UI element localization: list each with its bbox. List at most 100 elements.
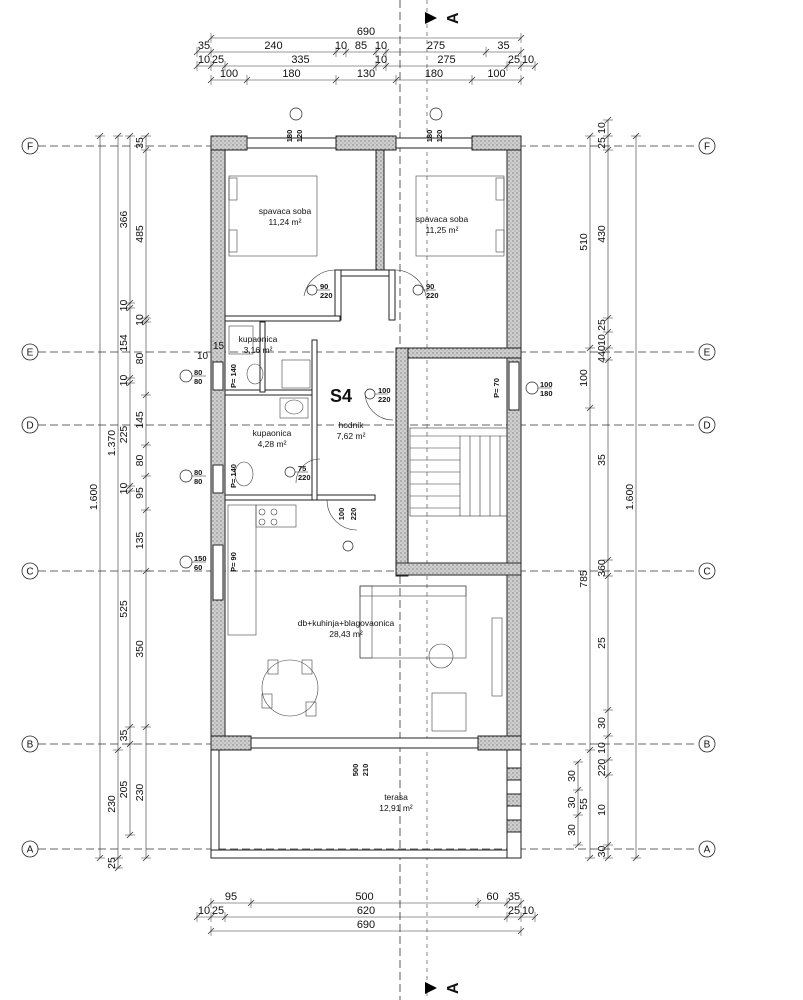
dim-top-row2: 85: [355, 40, 367, 52]
dim-left-inner: 80: [134, 455, 146, 467]
dim-left-third: 225: [118, 426, 130, 444]
small-label-15: 15: [213, 341, 225, 352]
dim-left-third: 205: [118, 781, 130, 799]
dim-left-second: 25: [106, 857, 118, 869]
door-height: 220: [320, 291, 333, 300]
dim-top-row2: 240: [264, 40, 282, 52]
dim-right-third: 30: [596, 846, 608, 858]
axis-label: D: [26, 421, 33, 432]
dim-bottom-row2: 10: [198, 905, 210, 917]
dim-left-third: 10: [118, 300, 130, 312]
window-height: 120: [435, 130, 444, 143]
dim-bottom-row1: 500: [355, 891, 373, 903]
axis-label: A: [704, 845, 711, 856]
dim-top-row2: 10: [335, 40, 347, 52]
dim-top-row3: 10: [375, 54, 387, 66]
room-name: spavaca soba: [259, 206, 312, 216]
dim-right-inner: 30: [566, 824, 578, 836]
window-height: 210: [361, 764, 370, 777]
furniture: [227, 175, 505, 732]
axis-label: C: [703, 567, 710, 578]
axis-bubble: [21, 416, 39, 434]
room-name: kupaonica: [239, 334, 278, 344]
door-height: 220: [298, 473, 311, 482]
window-width: 100: [540, 380, 553, 389]
room-area: 11,25 m²: [426, 225, 459, 235]
dim-top-row4: 100: [220, 68, 238, 80]
axis-bubble: [698, 562, 716, 580]
axis-label: A: [27, 845, 34, 856]
dim-top-total: 690: [357, 26, 375, 38]
window-width: 80: [194, 468, 202, 477]
window-height: 80: [194, 477, 202, 486]
dim-left-inner: 230: [134, 784, 146, 802]
room-area: 12,91 m²: [379, 803, 413, 813]
dim-left-third: 154: [118, 334, 130, 352]
dim-bottom-row2: 25: [508, 905, 520, 917]
axis-bubble: [698, 416, 716, 434]
walls: [210, 135, 522, 859]
axis-bubble: [21, 735, 39, 753]
dim-top-row2: 10: [375, 40, 387, 52]
apartment-label: S4: [330, 386, 352, 406]
dim-top-row2: 35: [497, 40, 509, 52]
dim-right-third: 10: [596, 122, 608, 134]
room-name: spavaca soba: [416, 214, 469, 224]
dim-right-inner: 30: [566, 797, 578, 809]
dim-bottom-total: 690: [357, 919, 375, 931]
sill-height: P= 140: [229, 464, 238, 488]
sill-height: P= 140: [229, 364, 238, 388]
axis-bubble: [698, 735, 716, 753]
dim-top-row4: 130: [357, 68, 375, 80]
dim-bottom-row2: 25: [212, 905, 224, 917]
axis-bubble: [21, 562, 39, 580]
dim-top-row3: 275: [437, 54, 455, 66]
room-name: db+kuhinja+blagovaonica: [298, 618, 395, 628]
dim-top-row3: 10: [198, 54, 210, 66]
window-width: 180: [285, 130, 294, 143]
small-label-10: 10: [197, 351, 209, 362]
dim-bottom-row1: 95: [225, 891, 237, 903]
dim-top-row3: 10: [522, 54, 534, 66]
dim-right-third: 25: [596, 319, 608, 331]
dim-right-third: 430: [596, 225, 608, 243]
axis-label: B: [704, 740, 711, 751]
axis-bubble: [21, 840, 39, 858]
dim-top-row3: 25: [212, 54, 224, 66]
dim-left-third: 10: [118, 375, 130, 387]
door-height: 220: [349, 508, 358, 521]
door-width: 100: [378, 386, 391, 395]
dim-left-inner: 350: [134, 640, 146, 658]
dim-top-row3: 25: [508, 54, 520, 66]
axis-bubble: [698, 343, 716, 361]
window-height: 80: [194, 377, 202, 386]
door-swings: [295, 269, 427, 531]
dim-left-inner: 80: [134, 353, 146, 365]
dim-right-total: 1.600: [624, 484, 636, 510]
dim-right-third: 360: [596, 559, 608, 577]
dim-right-second: 785: [578, 570, 590, 588]
dim-left-inner: 135: [134, 532, 146, 550]
axis-bubble: [698, 137, 716, 155]
dim-right-third: 25: [596, 637, 608, 649]
dim-left-third: 525: [118, 600, 130, 618]
window-height: 60: [194, 563, 202, 572]
window-height: 120: [295, 130, 304, 143]
dim-top-row4: 180: [425, 68, 443, 80]
dim-top-row4: 100: [487, 68, 505, 80]
dim-right-third: 10: [596, 742, 608, 754]
dim-bottom-row1: 35: [508, 891, 520, 903]
dim-left-third: 366: [118, 211, 130, 229]
dim-right-third: 10: [596, 804, 608, 816]
axis-label: E: [27, 348, 34, 359]
dim-left-inner: 95: [134, 487, 146, 499]
dim-right-third: 440: [596, 345, 608, 363]
dim-right-third: 30: [596, 717, 608, 729]
dim-right-third: 10: [596, 334, 608, 346]
window-width: 180: [425, 130, 434, 143]
staircase: [409, 427, 508, 517]
axis-bubble: [21, 137, 39, 155]
